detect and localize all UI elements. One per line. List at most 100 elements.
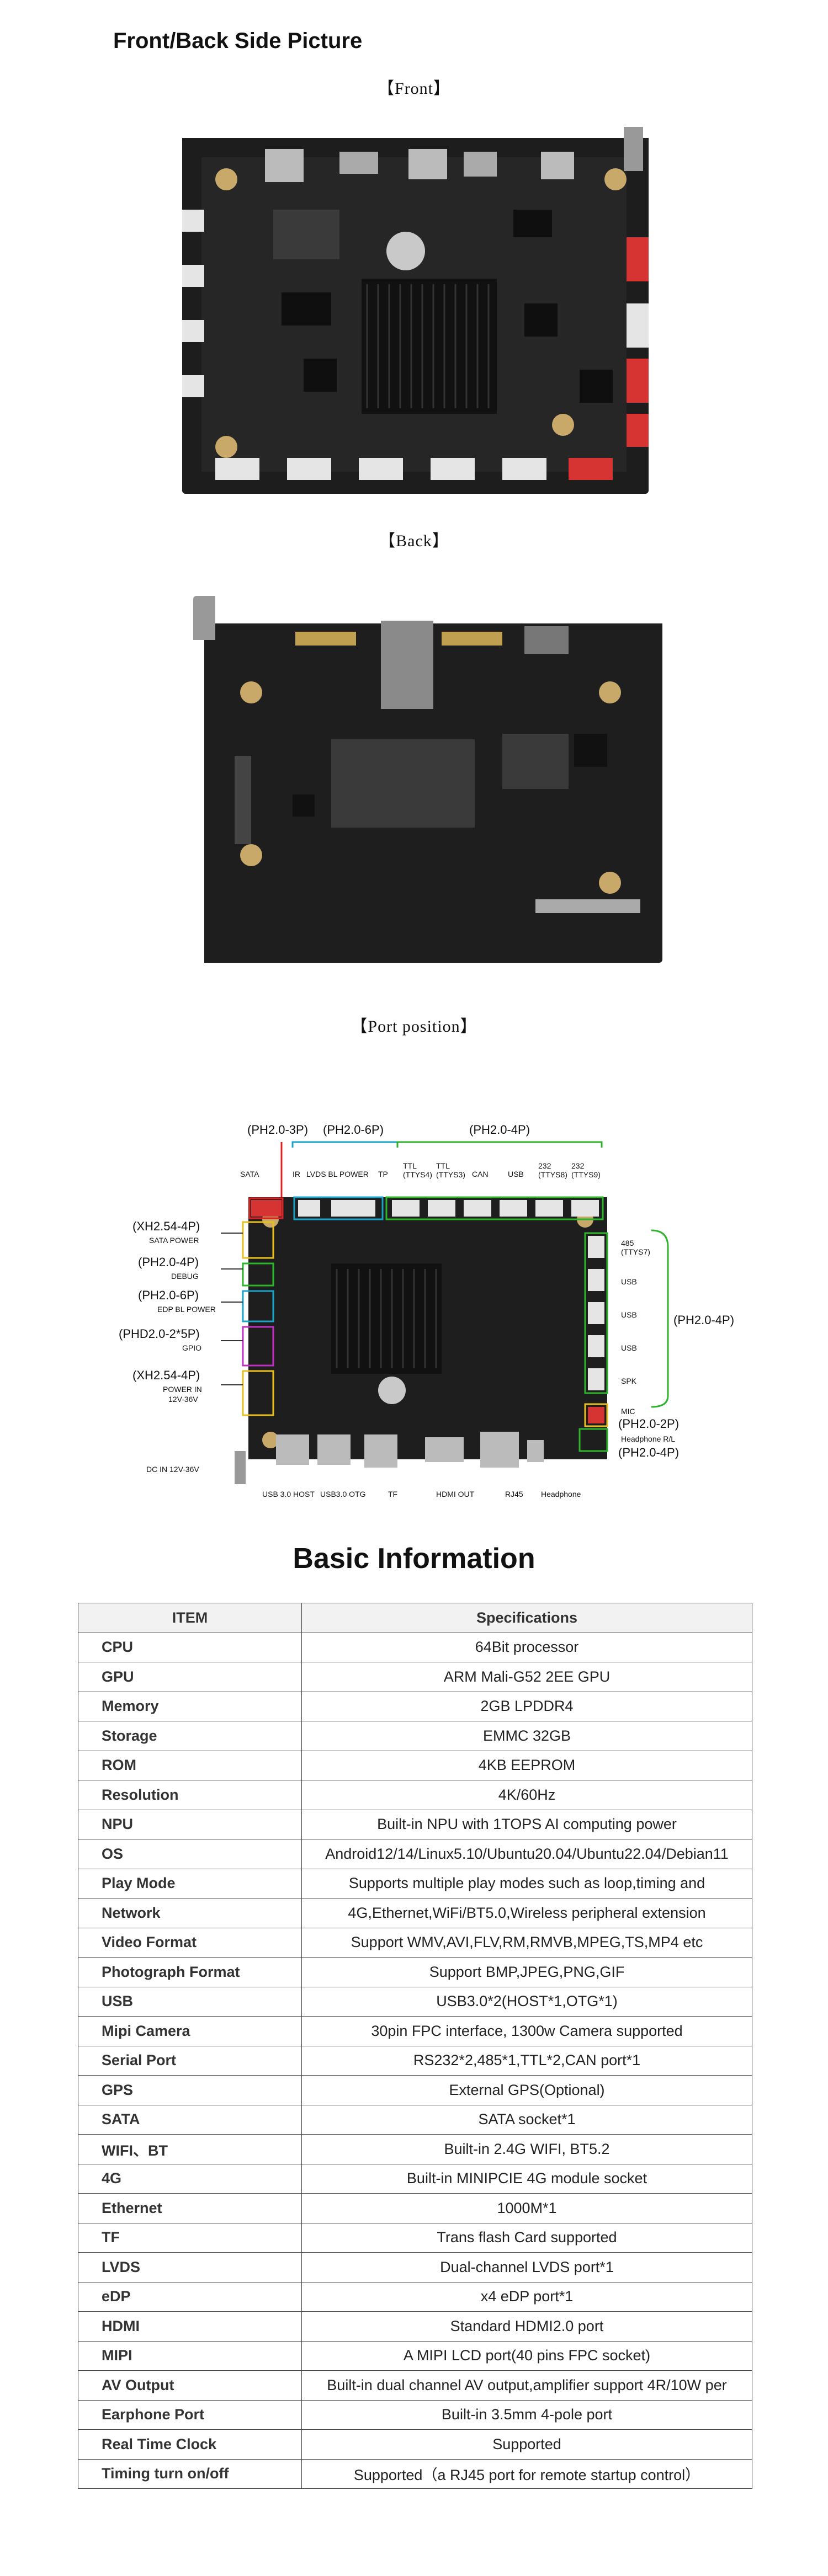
spec-item-name: GPS: [78, 2075, 302, 2105]
spec-item-value: 1000M*1: [301, 2193, 752, 2223]
spec-item-name: Play Mode: [78, 1868, 302, 1898]
port-group-ph20-6p: (PH2.0-6P): [323, 1123, 384, 1137]
spec-item-name: 4G: [78, 2163, 302, 2194]
port-232-ttys9: 232 (TTYS9): [571, 1161, 601, 1179]
port-can: CAN: [472, 1170, 489, 1178]
port-left-2-type: (PH2.0-4P): [138, 1255, 199, 1269]
port-left-5-type: (XH2.54-4P): [132, 1368, 200, 1382]
port-sata: SATA: [240, 1170, 259, 1178]
port-lvds-bl-power: LVDS BL POWER: [306, 1170, 369, 1178]
spec-item-name: USB: [78, 1986, 302, 2017]
spec-item-name: Timing turn on/off: [78, 2458, 302, 2489]
spec-item-value: External GPS(Optional): [301, 2075, 752, 2105]
port-ttl-ttys4: TTL (TTYS4): [403, 1161, 432, 1179]
spec-item-value: 30pin FPC interface, 1300w Camera suppor…: [301, 2016, 752, 2046]
spec-item-value: EMMC 32GB: [301, 1721, 752, 1751]
port-mic: MIC: [621, 1407, 635, 1416]
spec-item-value: Trans flash Card supported: [301, 2222, 752, 2253]
spec-item-value: Supports multiple play modes such as loo…: [301, 1868, 752, 1898]
spec-item-value: x4 eDP port*1: [301, 2281, 752, 2312]
spec-item-name: Network: [78, 1898, 302, 1928]
spec-item-value: RS232*2,485*1,TTL*2,CAN port*1: [301, 2045, 752, 2076]
spec-item-value: Built-in 3.5mm 4-pole port: [301, 2399, 752, 2430]
back-caption: 【Back】: [379, 532, 449, 550]
port-ir: IR: [293, 1170, 300, 1178]
spec-item-name: Photograph Format: [78, 1957, 302, 1987]
spec-item-name: HDMI: [78, 2311, 302, 2342]
spec-item-value: 4K/60Hz: [301, 1780, 752, 1810]
port-usb-right-1: USB: [621, 1277, 637, 1286]
port-group-ph20-4p-top: (PH2.0-4P): [469, 1123, 530, 1137]
port-tf: TF: [388, 1490, 398, 1498]
spec-item-value: Built-in dual channel AV output,amplifie…: [301, 2370, 752, 2401]
spec-item-name: TF: [78, 2222, 302, 2253]
col-item-header: ITEM: [78, 1603, 302, 1633]
spec-item-value: Dual-channel LVDS port*1: [301, 2252, 752, 2282]
port-rj45: RJ45: [505, 1490, 523, 1498]
spec-item-name: Real Time Clock: [78, 2429, 302, 2460]
spec-item-name: SATA: [78, 2104, 302, 2135]
basic-info-title: Basic Information: [293, 1543, 535, 1575]
spec-item-name: LVDS: [78, 2252, 302, 2282]
spec-item-value: Supported（a RJ45 port for remote startup…: [301, 2458, 752, 2489]
port-mic-type: (PH2.0-2P): [618, 1417, 680, 1431]
port-usb30-otg: USB3.0 OTG: [320, 1490, 366, 1498]
port-headphone-type: (PH2.0-4P): [618, 1446, 680, 1459]
spec-item-value: 4KB EEPROM: [301, 1750, 752, 1780]
port-hdmi-out: HDMI OUT: [436, 1490, 475, 1498]
spec-item-value: 4G,Ethernet,WiFi/BT5.0,Wireless peripher…: [301, 1898, 752, 1928]
section-title: Front/Back Side Picture: [113, 29, 363, 53]
spec-item-value: Built-in MINIPCIE 4G module socket: [301, 2163, 752, 2194]
spec-item-name: Memory: [78, 1691, 302, 1721]
front-board-photo: [182, 127, 649, 494]
port-power-in: POWER IN: [163, 1385, 202, 1394]
spec-item-name: Mipi Camera: [78, 2016, 302, 2046]
spec-item-name: GPU: [78, 1662, 302, 1692]
spec-item-value: Supported: [301, 2429, 752, 2460]
port-caption: 【Port position】: [351, 1017, 477, 1036]
spec-item-value: ARM Mali-G52 2EE GPU: [301, 1662, 752, 1692]
port-usb-right-3: USB: [621, 1343, 637, 1352]
spec-item-name: Earphone Port: [78, 2399, 302, 2430]
port-left-3-type: (PH2.0-6P): [138, 1288, 199, 1302]
spec-item-name: Storage: [78, 1721, 302, 1751]
spec-item-value: Android12/14/Linux5.10/Ubuntu20.04/Ubunt…: [301, 1839, 752, 1869]
spec-item-name: OS: [78, 1839, 302, 1869]
spec-item-value: A MIPI LCD port(40 pins FPC socket): [301, 2340, 752, 2371]
spec-item-value: Standard HDMI2.0 port: [301, 2311, 752, 2342]
port-sata-power: SATA POWER: [149, 1236, 199, 1245]
port-usb-top: USB: [508, 1170, 524, 1178]
spec-item-value: Built-in NPU with 1TOPS AI computing pow…: [301, 1809, 752, 1839]
port-debug: DEBUG: [171, 1272, 199, 1281]
front-caption: 【Front】: [377, 79, 450, 98]
spec-item-name: WIFI、BT: [78, 2134, 302, 2164]
port-power-range: 12V-36V: [168, 1395, 198, 1404]
port-group-ph20-4p-right: (PH2.0-4P): [673, 1313, 735, 1327]
spec-item-name: Ethernet: [78, 2193, 302, 2223]
spec-item-name: AV Output: [78, 2370, 302, 2401]
port-usb-right-2: USB: [621, 1310, 637, 1319]
port-gpio: GPIO: [182, 1343, 202, 1352]
spec-item-name: MIPI: [78, 2340, 302, 2371]
